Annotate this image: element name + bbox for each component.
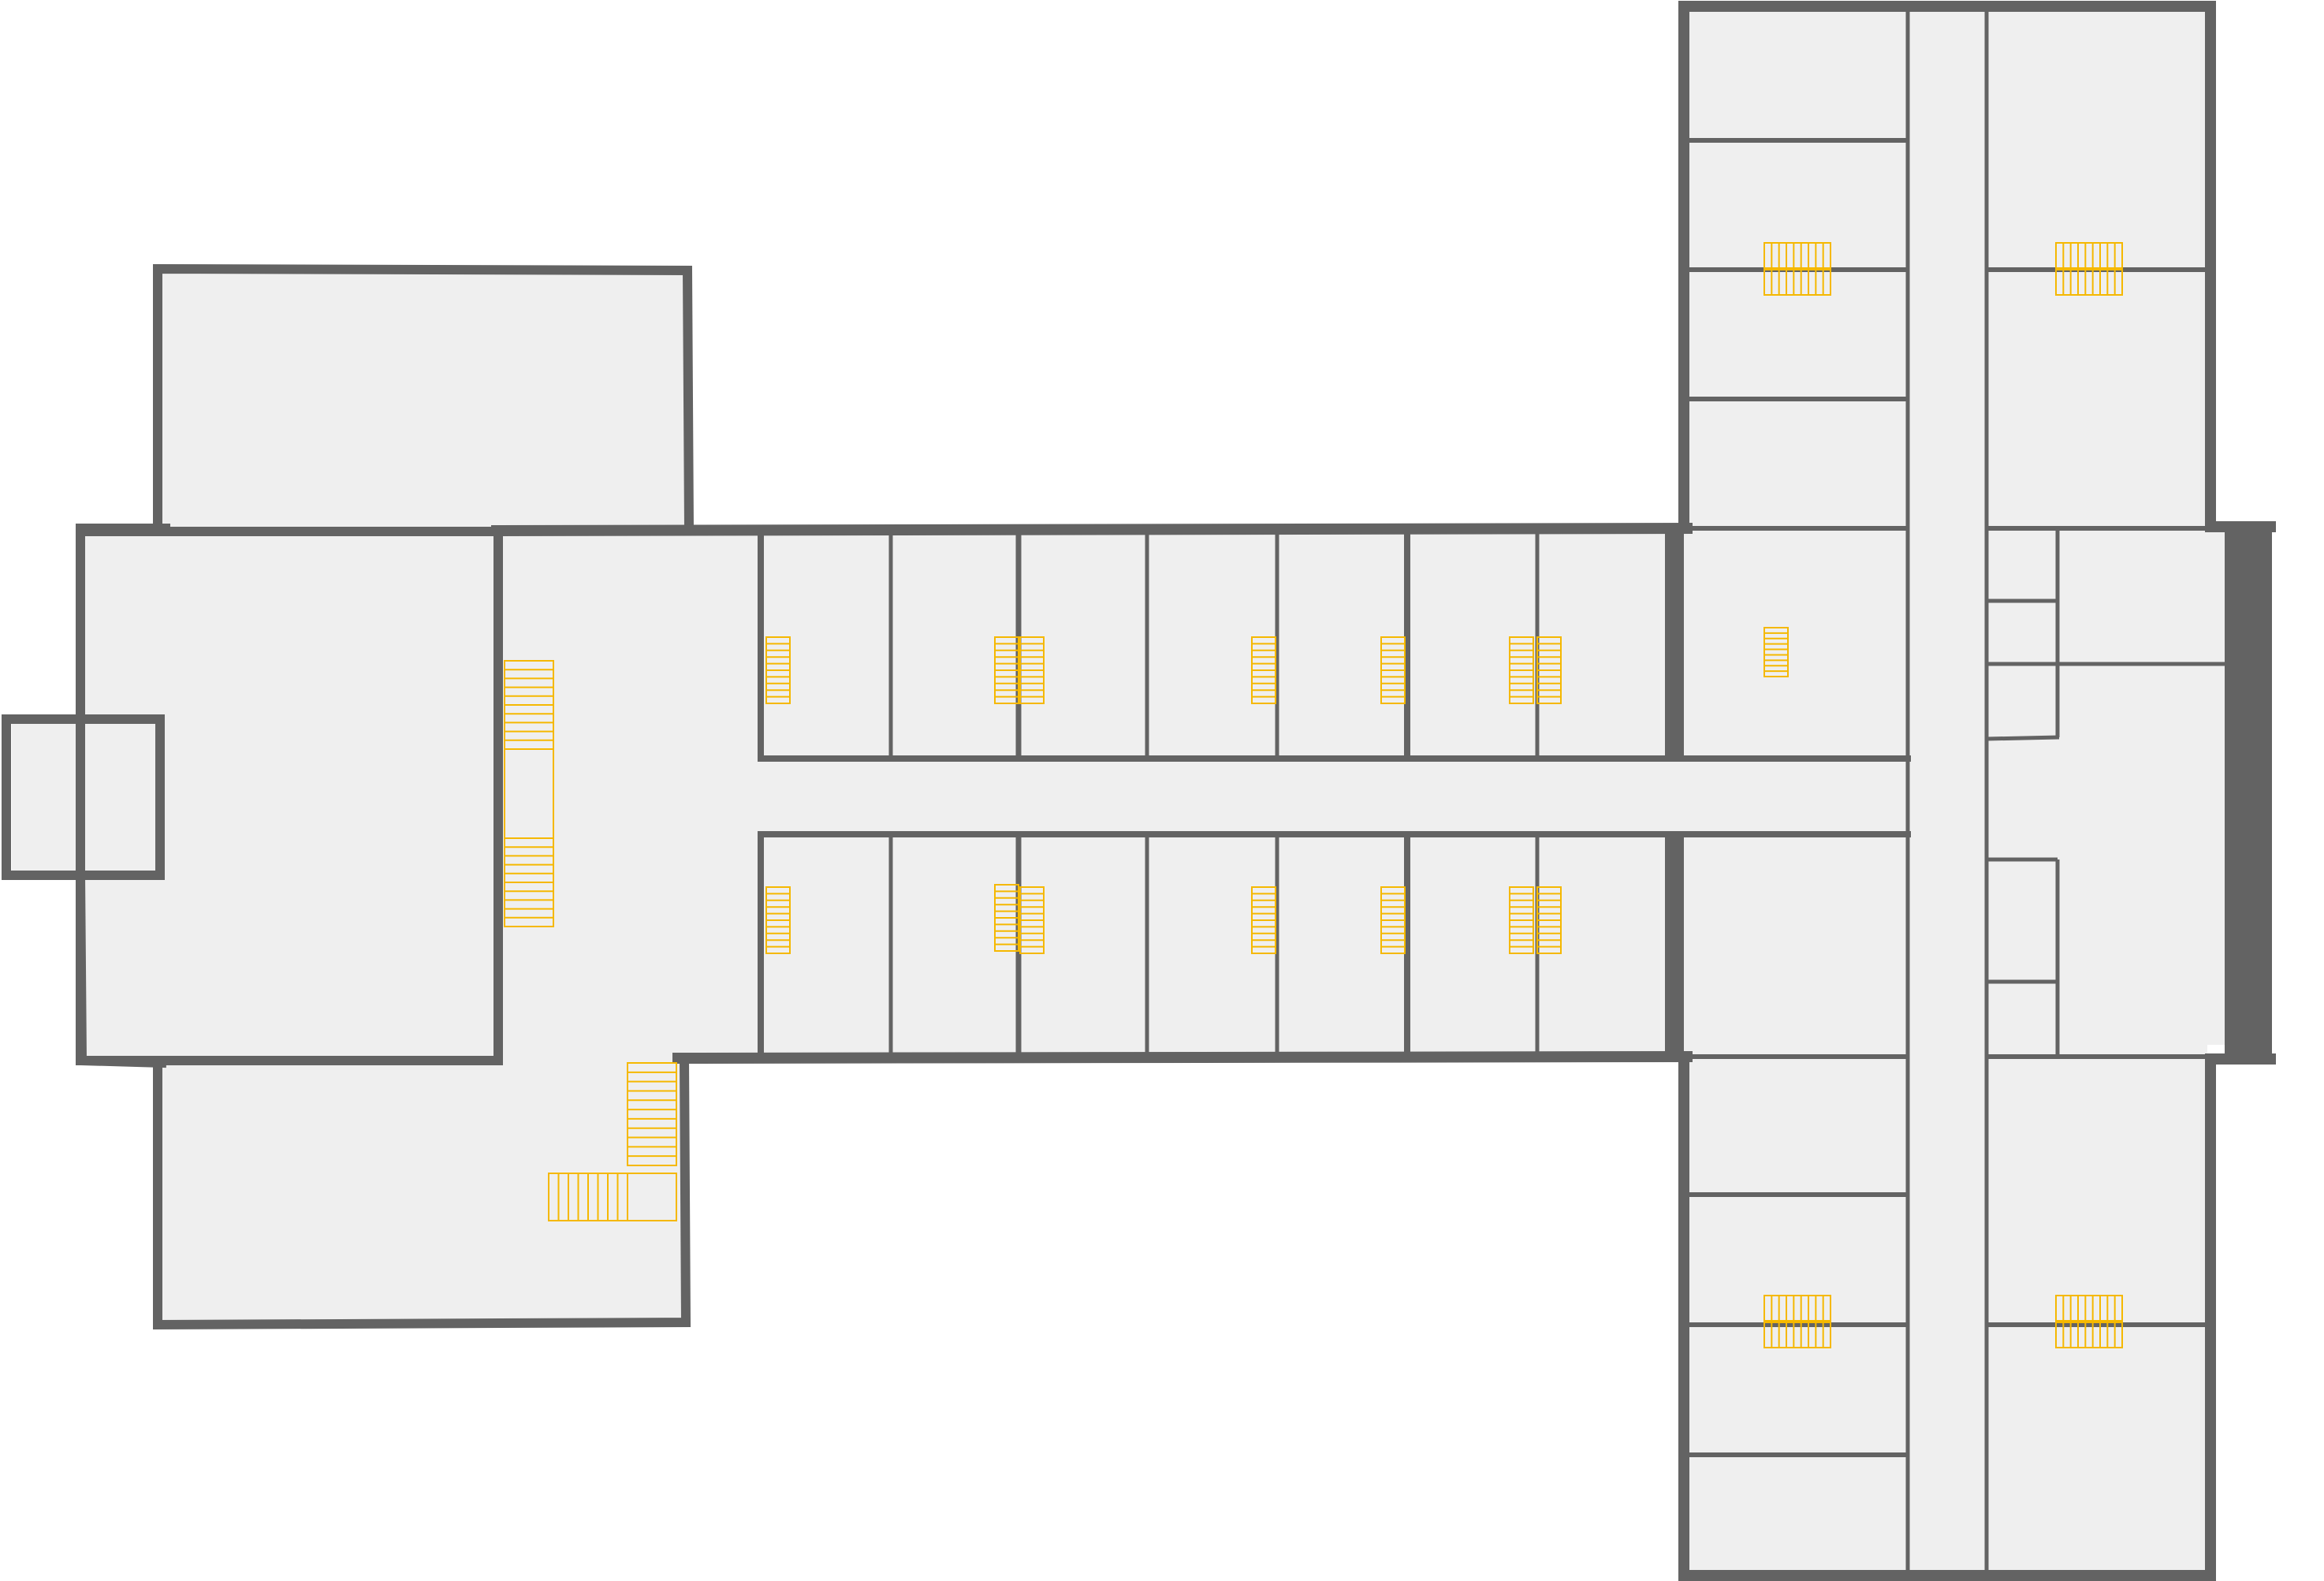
floor-areas (12, 8, 2270, 1581)
hall-room-wall (76, 527, 503, 1065)
small-stair (1763, 627, 1789, 677)
tower-stair (1763, 269, 1831, 296)
tower-stair (2055, 1322, 2123, 1348)
stair-landing (627, 1173, 677, 1221)
walls (2, 1, 2276, 1581)
tower-stair (1763, 1295, 1831, 1322)
main-south-wall (672, 1050, 1693, 1065)
tower-stair (2055, 269, 2123, 296)
top-left-annex-wall (153, 263, 695, 534)
north-separator (1665, 531, 1684, 759)
south-separator (1665, 834, 1684, 1057)
tower-east-wall (2225, 525, 2272, 1065)
tower-stair (1763, 242, 1831, 269)
tower-stair (2055, 1295, 2123, 1322)
main-north-wall (490, 522, 1693, 537)
tower-stair (2055, 242, 2123, 269)
tower-stair (1763, 1322, 1831, 1348)
south-row-wall (758, 831, 1911, 1061)
stair-flight (627, 1062, 677, 1166)
stairs (504, 242, 2123, 1348)
partition-line (1986, 735, 2060, 741)
north-row-wall (758, 528, 1911, 762)
right-tower-floor (1681, 8, 2207, 1581)
